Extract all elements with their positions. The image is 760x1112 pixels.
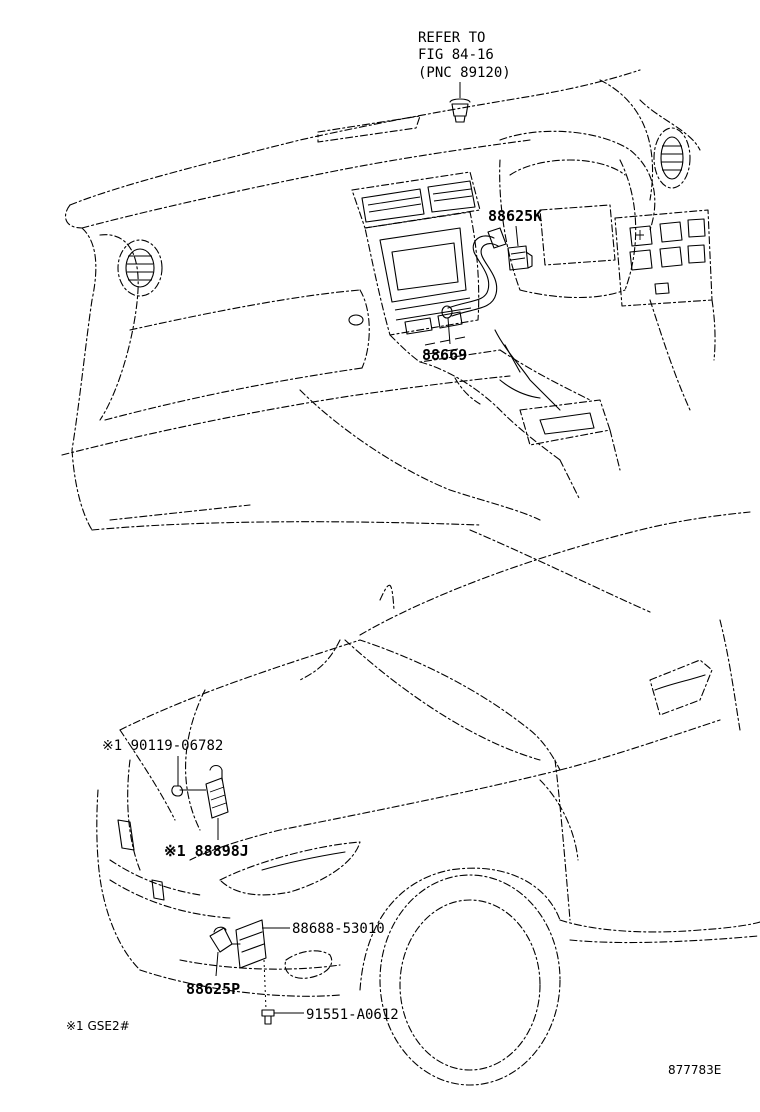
part-label-88688-53010: 88688-53010 [292, 921, 385, 937]
dashboard-illustration [61, 69, 716, 531]
leader-88625P [215, 951, 219, 977]
reference-line-3: (PNC 89120) [418, 65, 511, 81]
reference-line-2: FIG 84-16 [418, 47, 494, 63]
part-label-88669: 88669 [422, 346, 467, 364]
part-label-88625P: 88625P [186, 980, 240, 998]
footnote: ※1 GSE2# [66, 1019, 130, 1033]
vehicle-front-illustration [96, 511, 760, 1086]
leader-88669 [447, 317, 451, 345]
part-label-91551-A0612: 91551-A0612 [306, 1007, 399, 1023]
leader-88625K [515, 225, 519, 247]
part-label-90119-06782: ※1 90119-06782 [102, 738, 223, 754]
part-label-88898J: ※1 88898J [164, 842, 249, 860]
part-label-88625K: 88625K [488, 207, 542, 225]
reference-line-1: REFER TO [418, 30, 485, 46]
diagram-id: 877783E [668, 1063, 721, 1077]
